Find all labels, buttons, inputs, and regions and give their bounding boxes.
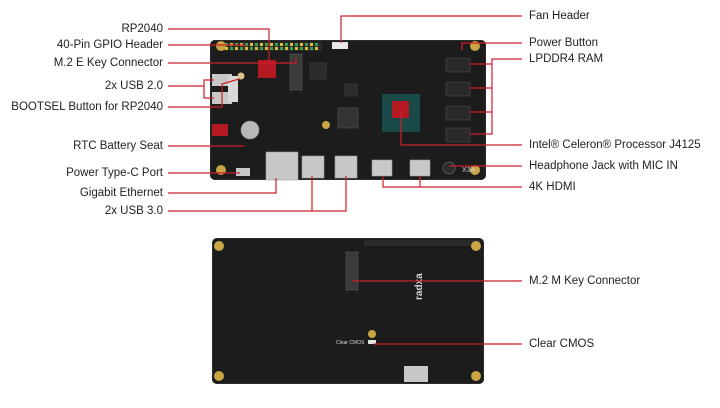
label-ethernet: Gigabit Ethernet (79, 187, 163, 199)
gpio-pin (250, 43, 253, 46)
ethernet-port (265, 151, 299, 181)
gpio-header (218, 42, 322, 51)
gpio-pin (270, 43, 273, 46)
callout-usb3 (168, 176, 347, 212)
gpio-pin (265, 47, 268, 50)
gpio-pin (275, 47, 278, 50)
gpio-pin (280, 47, 283, 50)
gpio-pin (270, 47, 273, 50)
rp2040-chip (258, 60, 276, 78)
mounting-hole (471, 371, 481, 381)
hdmi-port (371, 159, 393, 177)
callout-fan (340, 15, 522, 43)
label-usb2: 2x USB 2.0 (104, 80, 163, 92)
label-headphone-jack: Headphone Jack with MIC IN (529, 160, 678, 172)
gpio-pin (310, 47, 313, 50)
callout-m2e (168, 58, 297, 64)
mounting-hole (216, 41, 226, 51)
gpio-pin (300, 47, 303, 50)
gpio-pin (245, 47, 248, 50)
gpio-pin (240, 47, 243, 50)
usb3-port (334, 155, 358, 179)
bootsel-button (237, 72, 245, 80)
mounting-hole (214, 371, 224, 381)
label-m2-m-key: M.2 M Key Connector (529, 275, 641, 287)
label-m2-e-key: M.2 E Key Connector (53, 57, 163, 69)
red-port (212, 124, 228, 136)
label-power-button: Power Button (529, 37, 599, 49)
gpio-pin (285, 43, 288, 46)
callout-ethernet (168, 178, 277, 194)
label-gpio-header: 40-Pin GPIO Header (56, 39, 163, 51)
fan-header-connector (332, 42, 348, 49)
mounting-hole (214, 241, 224, 251)
gpio-pin (285, 47, 288, 50)
typec-port-underside (404, 366, 428, 382)
silkscreen-model: X3A (462, 167, 476, 174)
mounting-hole (471, 241, 481, 251)
gpio-pin (295, 43, 298, 46)
callout-hdmi (382, 176, 522, 188)
callout-usb2 (168, 79, 214, 99)
gpio-pin (290, 43, 293, 46)
gpio-pin (250, 47, 253, 50)
gpio-pin (235, 47, 238, 50)
gpio-pads (364, 240, 480, 246)
gpio-pin (260, 43, 263, 46)
gpio-pin (300, 43, 303, 46)
usb3-port (301, 155, 325, 179)
label-hdmi: 4K HDMI (529, 181, 576, 193)
callout-ram (470, 58, 522, 135)
audio-jack (442, 161, 456, 175)
label-usb3: 2x USB 3.0 (104, 205, 163, 217)
silkscreen-brand: radxa (414, 273, 425, 300)
mounting-hole (470, 165, 480, 175)
callout-bootsel (168, 78, 240, 108)
callout-gpio (168, 44, 246, 47)
gpio-pin (265, 43, 268, 46)
callout-power (461, 42, 522, 50)
gpio-pin (315, 43, 318, 46)
mounting-hole (368, 330, 376, 338)
gpio-pin (275, 43, 278, 46)
gpio-pin (305, 43, 308, 46)
typec-port (236, 168, 250, 176)
label-fan-header: Fan Header (529, 10, 590, 22)
mounting-hole (322, 121, 330, 129)
gpio-pin (315, 47, 318, 50)
label-clear-cmos: Clear CMOS (529, 338, 595, 350)
gpio-pin (295, 47, 298, 50)
callout-cpu (400, 110, 522, 146)
gpio-pin (280, 43, 283, 46)
callout-rp2040 (168, 28, 270, 62)
ic-chip (309, 62, 327, 80)
usb2-connector (228, 76, 238, 102)
gpio-pin (290, 47, 293, 50)
gpio-pin (230, 47, 233, 50)
label-rp2040: RP2040 (121, 23, 163, 35)
gpio-pin (255, 47, 258, 50)
ic-chip (337, 107, 359, 129)
clear-cmos-pads (368, 340, 376, 344)
label-typec: Power Type-C Port (66, 167, 163, 179)
label-rtc-battery: RTC Battery Seat (73, 140, 163, 152)
gpio-pin (260, 47, 263, 50)
label-bootsel: BOOTSEL Button for RP2040 (11, 101, 163, 113)
label-cpu: Intel® Celeron® Processor J4125 (529, 139, 701, 151)
gpio-pin (305, 47, 308, 50)
m2m-connector (345, 251, 359, 291)
ic-chip (344, 83, 358, 97)
rtc-battery (240, 120, 260, 140)
gpio-pin (310, 43, 313, 46)
gpio-pin (255, 43, 258, 46)
gpio-pin (245, 43, 248, 46)
gpio-pin (225, 47, 228, 50)
silkscreen-clear-cmos: Clear CMOS (336, 340, 365, 346)
hdmi-port (409, 159, 431, 177)
label-lpddr4-ram: LPDDR4 RAM (529, 53, 604, 65)
ram-chips (445, 57, 471, 143)
